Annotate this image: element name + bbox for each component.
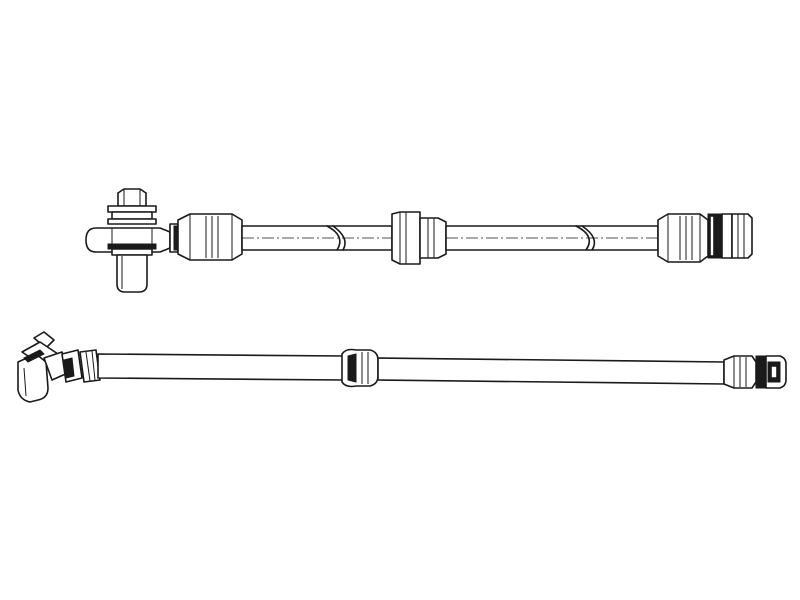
banjo-bolt-top <box>107 188 157 225</box>
ferrule-left-top <box>169 213 243 261</box>
hose-assembly-bottom-view <box>17 331 787 403</box>
hose-segment-left-bottom <box>97 353 345 381</box>
end-fitting-bottom <box>755 355 787 389</box>
ferrule-right-top <box>657 213 709 263</box>
mid-grommet-bottom <box>341 348 379 388</box>
banjo-bolt-lower-top <box>107 243 157 293</box>
ferrule-left-bottom <box>61 349 101 383</box>
ferrule-right-bottom <box>723 355 757 389</box>
hose-segment-left-top <box>241 225 393 251</box>
banjo-fitting-bottom <box>17 331 71 403</box>
mid-sleeve-top <box>391 211 447 265</box>
hose-assembly-top-view <box>85 188 753 293</box>
hose-segment-right-bottom <box>377 357 725 385</box>
hose-segment-right-top <box>445 225 659 251</box>
end-fitting-top <box>707 213 753 259</box>
